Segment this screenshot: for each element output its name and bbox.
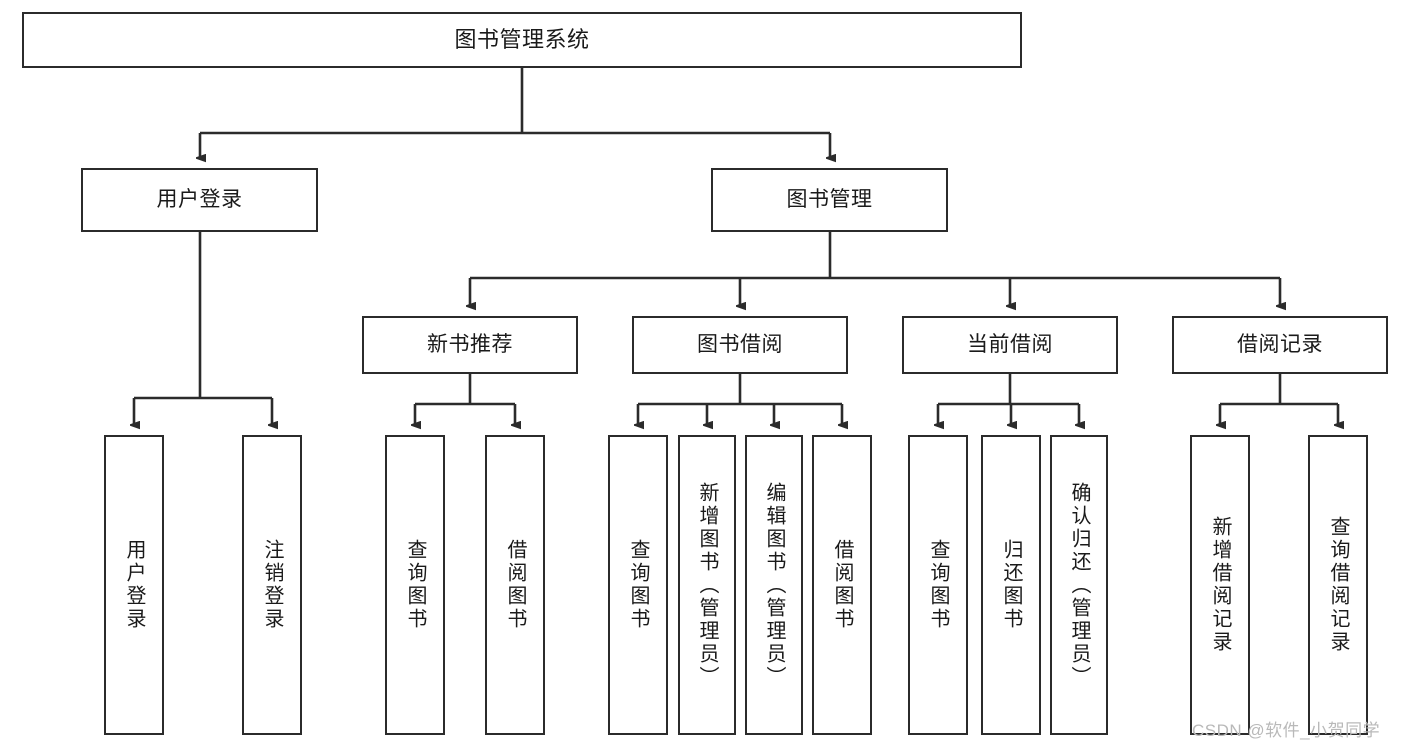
node-leaf-add-record-label: 新增借阅记录: [1209, 516, 1231, 654]
node-leaf-add-book-label: 新增图书（管理员）: [696, 481, 718, 689]
node-leaf-borrow-book-2-label: 借阅图书: [831, 539, 853, 631]
node-borrow-record[interactable]: 借阅记录: [1172, 316, 1388, 374]
node-leaf-add-record[interactable]: 新增借阅记录: [1190, 435, 1250, 735]
node-leaf-query-book-3-label: 查询图书: [927, 539, 949, 631]
node-book-borrow-label: 图书借阅: [697, 332, 783, 356]
node-leaf-add-book[interactable]: 新增图书（管理员）: [678, 435, 736, 735]
node-leaf-edit-book-label: 编辑图书（管理员）: [763, 481, 785, 689]
node-book-manage[interactable]: 图书管理: [711, 168, 948, 232]
node-new-book-rec-label: 新书推荐: [427, 332, 513, 356]
node-user-login[interactable]: 用户登录: [81, 168, 318, 232]
node-leaf-logout[interactable]: 注销登录: [242, 435, 302, 735]
node-leaf-query-record[interactable]: 查询借阅记录: [1308, 435, 1368, 735]
node-leaf-query-book-2[interactable]: 查询图书: [608, 435, 668, 735]
node-book-manage-label: 图书管理: [786, 187, 873, 211]
node-leaf-return-book-label: 归还图书: [1000, 539, 1022, 631]
node-leaf-return-book[interactable]: 归还图书: [981, 435, 1041, 735]
node-leaf-user-login[interactable]: 用户登录: [104, 435, 164, 735]
node-new-book-rec[interactable]: 新书推荐: [362, 316, 578, 374]
node-leaf-query-book-1[interactable]: 查询图书: [385, 435, 445, 735]
node-leaf-user-login-label: 用户登录: [123, 539, 145, 631]
watermark: CSDN @软件_小贺同学: [1192, 721, 1381, 740]
node-leaf-borrow-book-2[interactable]: 借阅图书: [812, 435, 872, 735]
node-leaf-query-record-label: 查询借阅记录: [1327, 516, 1349, 654]
node-leaf-confirm-return-label: 确认归还（管理员）: [1068, 481, 1090, 689]
node-leaf-query-book-1-label: 查询图书: [404, 539, 426, 631]
node-leaf-borrow-book-1-label: 借阅图书: [504, 539, 526, 631]
node-root[interactable]: 图书管理系统: [22, 12, 1022, 68]
node-user-login-label: 用户登录: [156, 187, 243, 211]
node-current-borrow-label: 当前借阅: [967, 332, 1053, 356]
node-leaf-query-book-2-label: 查询图书: [627, 539, 649, 631]
node-root-label: 图书管理系统: [454, 27, 590, 53]
node-leaf-logout-label: 注销登录: [261, 539, 283, 631]
node-current-borrow[interactable]: 当前借阅: [902, 316, 1118, 374]
node-leaf-edit-book[interactable]: 编辑图书（管理员）: [745, 435, 803, 735]
node-leaf-confirm-return[interactable]: 确认归还（管理员）: [1050, 435, 1108, 735]
node-borrow-record-label: 借阅记录: [1237, 332, 1323, 356]
node-book-borrow[interactable]: 图书借阅: [632, 316, 848, 374]
node-leaf-borrow-book-1[interactable]: 借阅图书: [485, 435, 545, 735]
node-leaf-query-book-3[interactable]: 查询图书: [908, 435, 968, 735]
